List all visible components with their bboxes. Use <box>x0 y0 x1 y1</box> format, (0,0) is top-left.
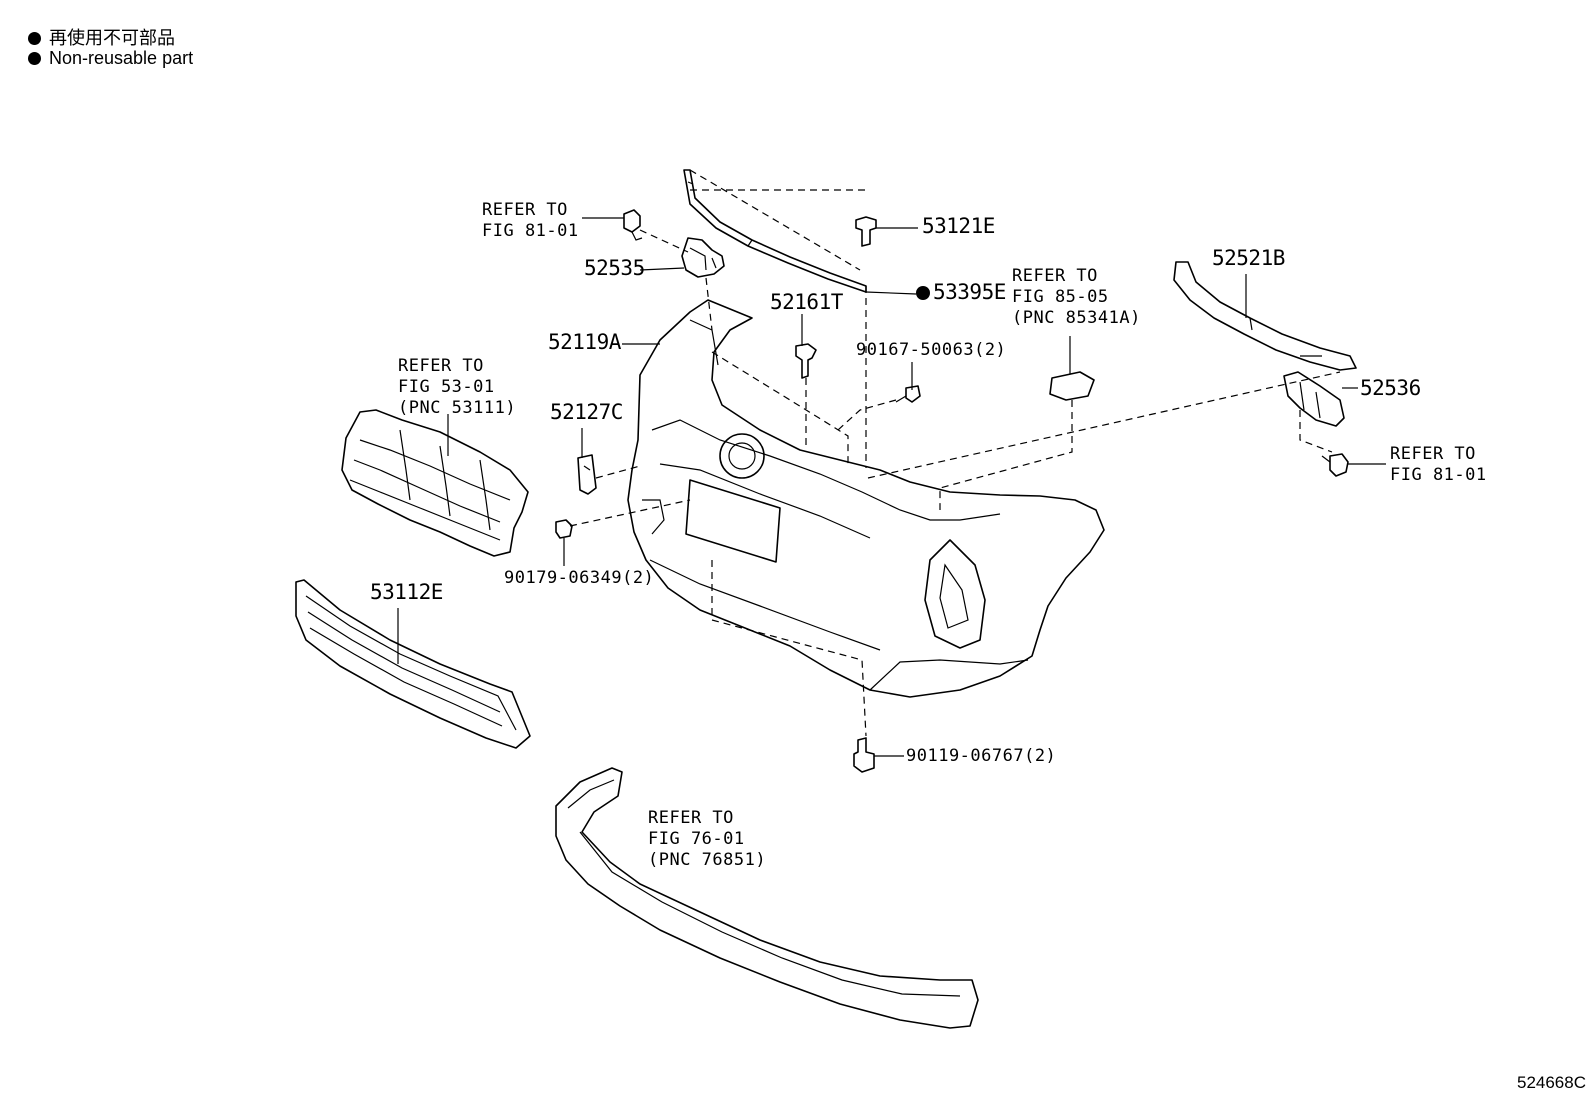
part-52161T-clip <box>795 343 817 379</box>
label-refer-fig-81-01-left: REFER TO FIG 81-01 <box>482 200 579 241</box>
label-part-90179-06349: 90179-06349(2) <box>504 568 655 588</box>
part-52535-bracket <box>681 237 725 278</box>
washer-nozzle-cover-85341A <box>1049 371 1095 401</box>
label-refer-fig-85-05: REFER TO FIG 85-05 (PNC 85341A) <box>1012 266 1141 328</box>
label-part-52119A: 52119A <box>548 330 621 354</box>
label-refer-fig-81-01-right: REFER TO FIG 81-01 <box>1390 444 1487 485</box>
label-part-53112E: 53112E <box>370 580 443 604</box>
part-52521B-retainer <box>1173 261 1357 371</box>
label-part-90167-50063: 90167-50063(2) <box>856 340 1007 360</box>
label-part-90119-06767: 90119-06767(2) <box>906 746 1057 766</box>
dashed-assembly-lines <box>569 169 1341 737</box>
label-refer-fig-76-01: REFER TO FIG 76-01 (PNC 76851) <box>648 808 767 870</box>
label-part-53395E: 53395E <box>916 282 1006 303</box>
label-part-52127C: 52127C <box>550 400 623 424</box>
left-upper-bolt-icon <box>623 209 643 241</box>
part-90179-nut <box>555 519 573 539</box>
illustration-code: 524668C <box>1516 1073 1586 1092</box>
label-part-52536: 52536 <box>1360 376 1421 400</box>
part-52127C-cover <box>577 454 597 495</box>
part-52119A-bumper-cover <box>627 299 1105 698</box>
filled-circle-icon <box>28 32 41 45</box>
part-52536-bracket <box>1283 371 1345 427</box>
front-spoiler-76851 <box>555 767 979 1029</box>
filled-circle-icon <box>28 52 41 65</box>
legend-en: Non-reusable part <box>28 48 193 69</box>
radiator-grille-53111 <box>341 409 529 557</box>
legend-jp: 再使用不可部品 <box>28 24 175 50</box>
label-refer-fig-53-01: REFER TO FIG 53-01 (PNC 53111) <box>398 356 517 418</box>
part-90167-screw <box>895 385 921 403</box>
leader-lines <box>397 217 1386 757</box>
part-90119-bolt <box>853 737 875 773</box>
part-53121E-clip <box>855 216 877 247</box>
label-part-52161T: 52161T <box>770 290 843 314</box>
label-part-52521B: 52521B <box>1212 246 1285 270</box>
right-lower-bolt-icon <box>1321 453 1349 477</box>
label-part-53121E: 53121E <box>922 214 995 238</box>
part-53112E-lower-grille <box>295 579 531 749</box>
label-part-52535: 52535 <box>584 256 645 280</box>
